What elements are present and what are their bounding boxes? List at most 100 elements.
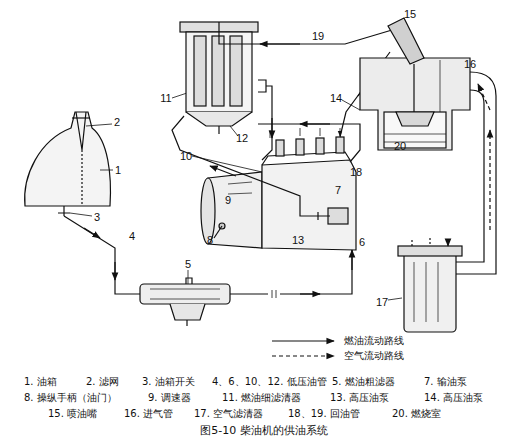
- callout-number: 6: [359, 236, 365, 248]
- coarse-filter: [170, 304, 205, 320]
- callout-number: 11: [160, 92, 171, 104]
- fuel-tank: [72, 117, 90, 118]
- low-pressure-pipe: [272, 290, 276, 298]
- governor: [228, 182, 252, 194]
- part-list-item: 16. 进气管: [124, 408, 173, 420]
- low-pressure-pipe: [351, 250, 352, 270]
- callout-number: 10: [180, 150, 192, 162]
- part-list-item: 17. 空气滤清器: [194, 408, 263, 420]
- injection-pump: [328, 208, 348, 224]
- engine-cylinder: [440, 60, 441, 112]
- callout-number: 2: [114, 116, 120, 128]
- legend-text: 空气流动路线: [344, 350, 404, 362]
- coarse-filter: [186, 278, 192, 284]
- part-list-item: 3. 油箱开关: [142, 376, 195, 388]
- low-pressure-pipe: [300, 293, 320, 294]
- coarse-filter: [140, 284, 230, 304]
- fine-filter: [186, 112, 252, 126]
- callout-number: 16: [464, 58, 476, 70]
- fine-filter: [212, 36, 224, 106]
- fine-filter: [194, 36, 206, 106]
- part-list-item: 7. 输油泵: [424, 376, 467, 388]
- callout-number: 14: [330, 92, 342, 104]
- callout-number: 12: [236, 132, 248, 144]
- figure-caption: 图5-10 柴油机的供油系统: [0, 424, 528, 437]
- low-pressure-pipe: [271, 118, 272, 138]
- part-list-item: 14. 高压油泵: [424, 392, 483, 404]
- fuel-tank: [25, 112, 111, 206]
- air-filter: [414, 262, 438, 322]
- part-list-item: 20. 燃烧室: [392, 408, 441, 420]
- low-pressure-pipe: [172, 86, 318, 216]
- low-pressure-pipe: [230, 293, 268, 294]
- legend-sample: [272, 340, 334, 341]
- leader-line: [70, 213, 92, 216]
- air-filter: [404, 250, 456, 332]
- callout-number: 1: [115, 164, 121, 176]
- leader-line: [388, 298, 402, 300]
- air-filter: [398, 238, 462, 332]
- fine-filter: [218, 126, 219, 134]
- low-pressure-pipe: [64, 216, 140, 294]
- injection-pump: [262, 152, 350, 165]
- injection-pump: [296, 139, 304, 155]
- legend-sample: [272, 341, 334, 356]
- callout-number: 13: [292, 234, 304, 246]
- callout-number: 20: [394, 140, 406, 152]
- legend-sample: [272, 355, 334, 356]
- part-list-item: 1. 油箱: [24, 376, 57, 388]
- part-list-item: 8. 操纵手柄（油门）: [24, 392, 117, 404]
- callout-number: 7: [335, 184, 341, 196]
- injection-pump: [262, 160, 356, 250]
- engine-cylinder: [388, 18, 424, 64]
- low-pressure-pipe: [84, 228, 100, 238]
- part-list-item: 18、19. 回油管: [288, 408, 360, 420]
- engine-cylinder: [360, 18, 470, 150]
- intake-pipe: [456, 72, 496, 274]
- return-pipe: [260, 43, 300, 44]
- part-list-item: 5. 燃油粗滤器: [332, 376, 395, 388]
- return-pipe: [219, 22, 392, 44]
- intake-pipe: [478, 84, 490, 110]
- return-pipe: [258, 124, 360, 162]
- part-list-item: 13. 高压油泵: [330, 392, 389, 404]
- coarse-filter: [140, 278, 230, 326]
- air-filter: [398, 246, 462, 256]
- governor: [214, 226, 222, 238]
- intake-pipe: [489, 130, 490, 230]
- callout-number: 17: [376, 296, 388, 308]
- coarse-filter: [186, 320, 187, 326]
- governor: [208, 172, 262, 248]
- fine-filter: [230, 36, 242, 106]
- part-list-item: 2. 滤网: [86, 376, 119, 388]
- engine-cylinder: [413, 64, 414, 112]
- low-pressure-pipe: [172, 116, 318, 216]
- low-pressure-pipe: [210, 166, 236, 176]
- fine-filter: [258, 80, 266, 92]
- callout-number: 3: [94, 211, 100, 223]
- injection-pump: [336, 137, 344, 153]
- low-pressure-pipe: [262, 86, 272, 160]
- fuel-tank: [58, 206, 70, 216]
- injection-pump: [318, 212, 330, 220]
- low-pressure-pipe: [114, 262, 115, 280]
- injection-pump: [316, 138, 324, 154]
- callout-number: 19: [312, 30, 324, 42]
- intake-pipe: [456, 72, 496, 274]
- leader-line: [100, 170, 113, 171]
- part-list-item: 9. 调速器: [148, 392, 191, 404]
- injection-pump: [270, 128, 340, 138]
- leader-line: [188, 270, 189, 284]
- return-pipe: [300, 123, 330, 124]
- injection-pump: [262, 128, 356, 250]
- air-filter: [412, 238, 448, 246]
- callout-number: 8: [207, 234, 213, 246]
- part-list-item: 4、6、10、12. 低压油管: [212, 376, 327, 388]
- governor: [201, 172, 262, 248]
- engine-cylinder: [384, 112, 446, 148]
- part-list-item: 11. 燃油细滤清器: [222, 392, 301, 404]
- intake-pipe: [456, 90, 484, 262]
- callout-number: 5: [185, 258, 191, 270]
- callout-number: 4: [129, 230, 135, 242]
